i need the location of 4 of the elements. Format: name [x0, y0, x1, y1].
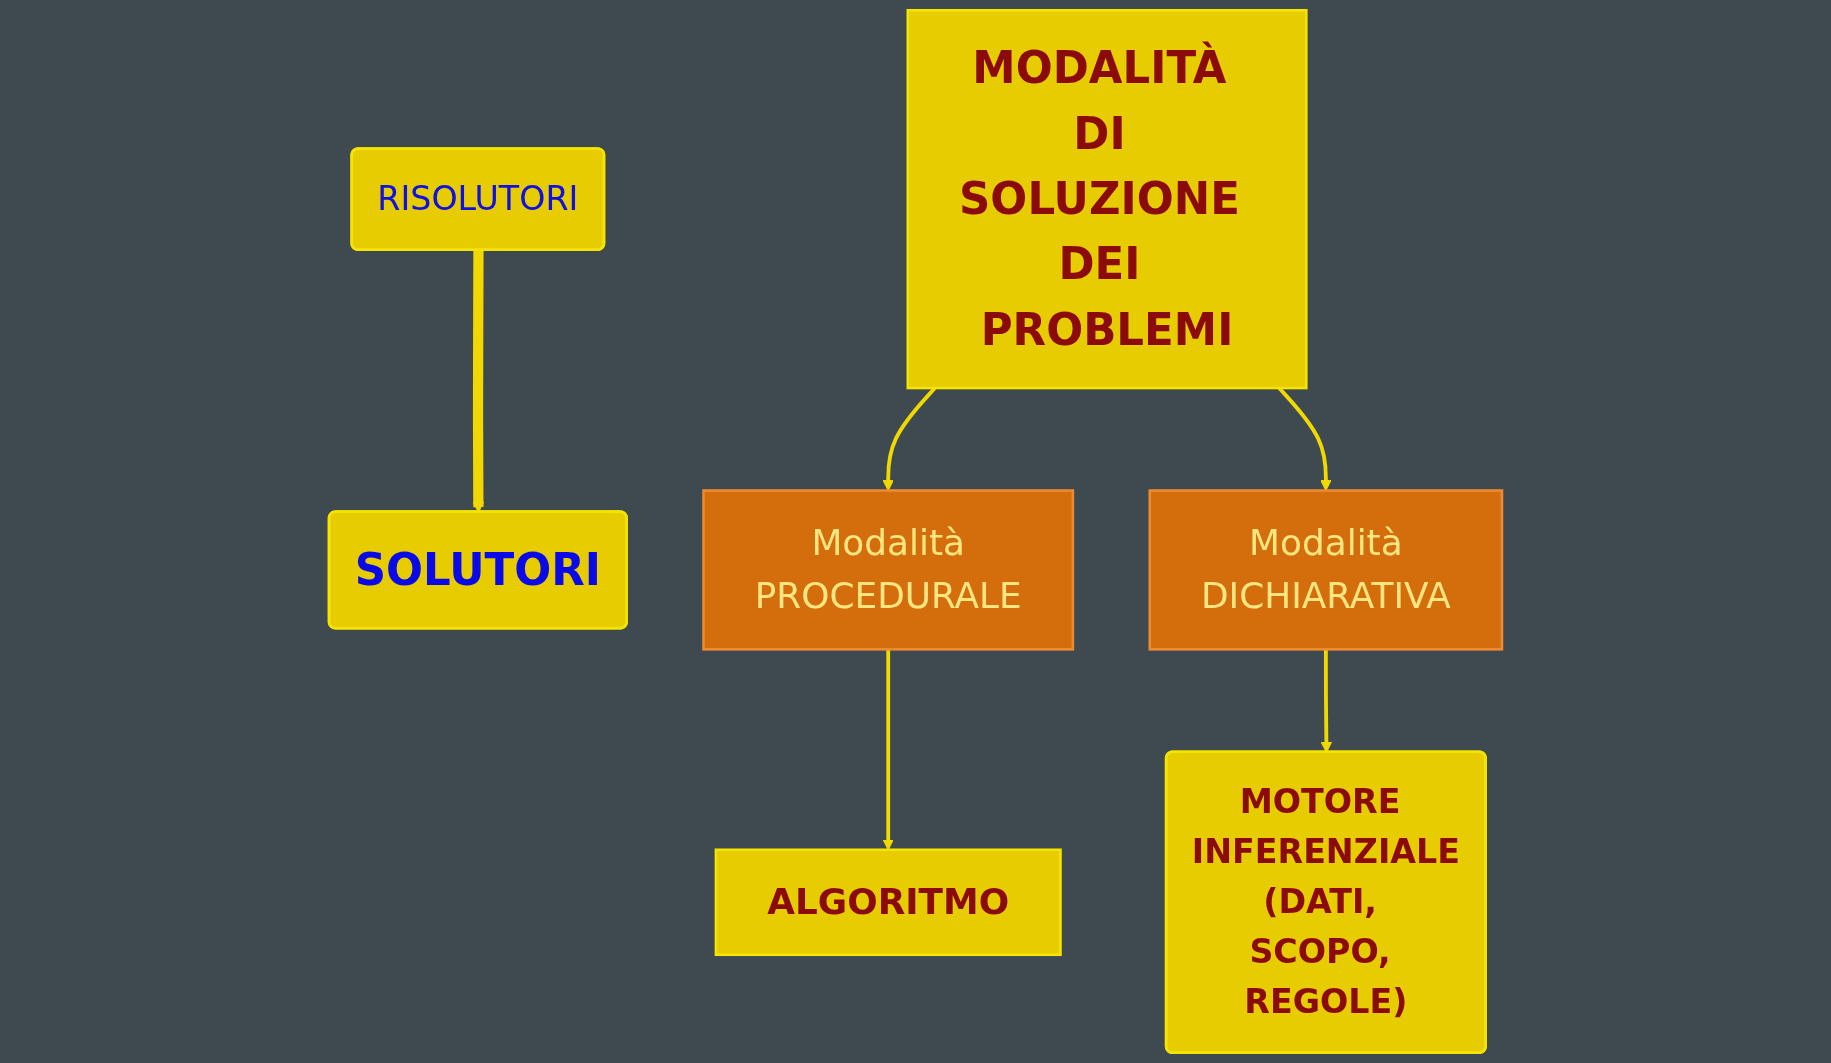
node-box: ALGORITMO [714, 848, 1062, 957]
node-box: Modalità DICHIARATIVA [1148, 489, 1504, 651]
node-box: MODALITÀ DI SOLUZIONE DEI PROBLEMI [906, 8, 1308, 390]
node-box: Modalità PROCEDURALE [702, 489, 1075, 651]
